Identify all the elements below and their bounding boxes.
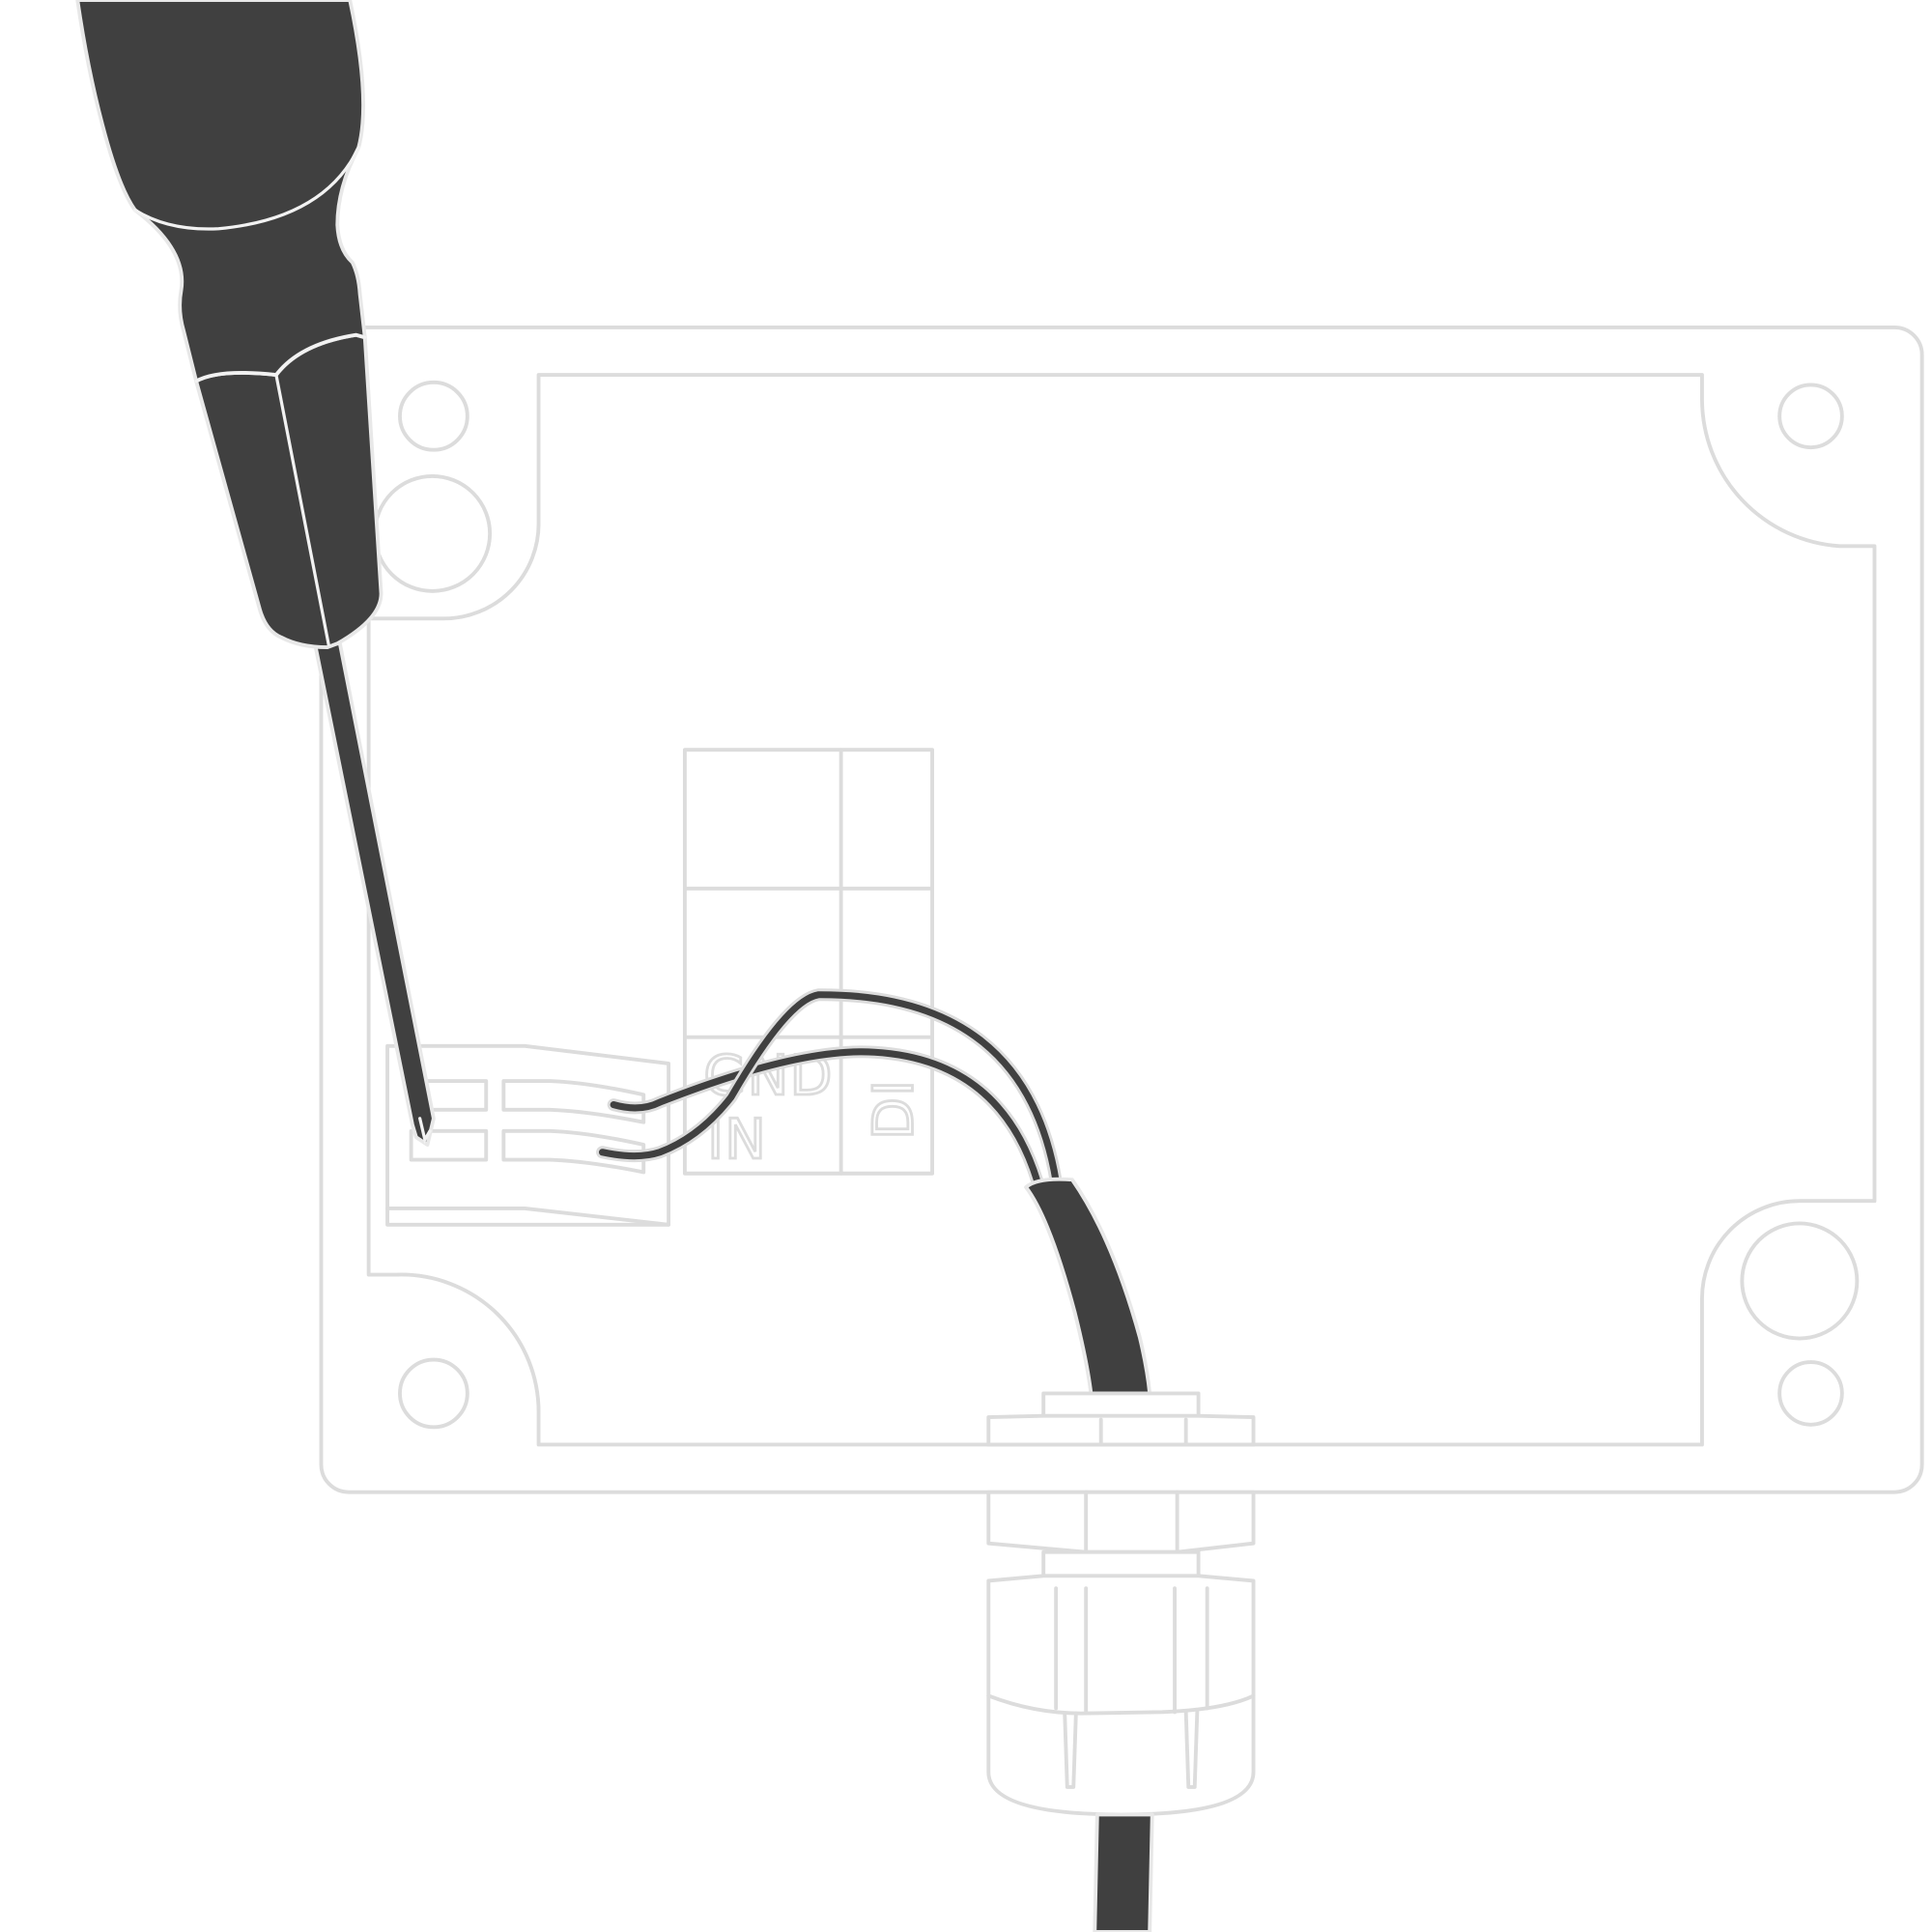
lid-screw-boss-left (373, 473, 493, 593)
enclosure-inner-cavity (366, 373, 1877, 1447)
cable-jacket-inside (1024, 1177, 1152, 1396)
wire-conductor-1 (610, 1048, 1041, 1185)
screwdriver-ferrule (194, 332, 384, 650)
mounting-hole-bottom-left (398, 1357, 469, 1430)
wire-conductor-2 (598, 991, 1060, 1185)
cable-gland (986, 1391, 1256, 1817)
connector-slot-2 (409, 1128, 489, 1162)
screwdriver (75, 0, 436, 1147)
terminal-block: GND IN DI (682, 748, 935, 1176)
lid-screw-boss-right (1740, 1221, 1860, 1341)
terminal-label-di: DI (862, 1079, 925, 1140)
wires (596, 988, 1063, 1187)
mounting-hole-top-left (398, 380, 469, 452)
mounting-hole-bottom-right (1777, 1360, 1844, 1427)
mounting-hole-top-right (1777, 383, 1844, 450)
cable-jacket-outside (1093, 1812, 1154, 1932)
screwdriver-handle (75, 0, 367, 384)
screwdriver-shaft (313, 641, 436, 1147)
